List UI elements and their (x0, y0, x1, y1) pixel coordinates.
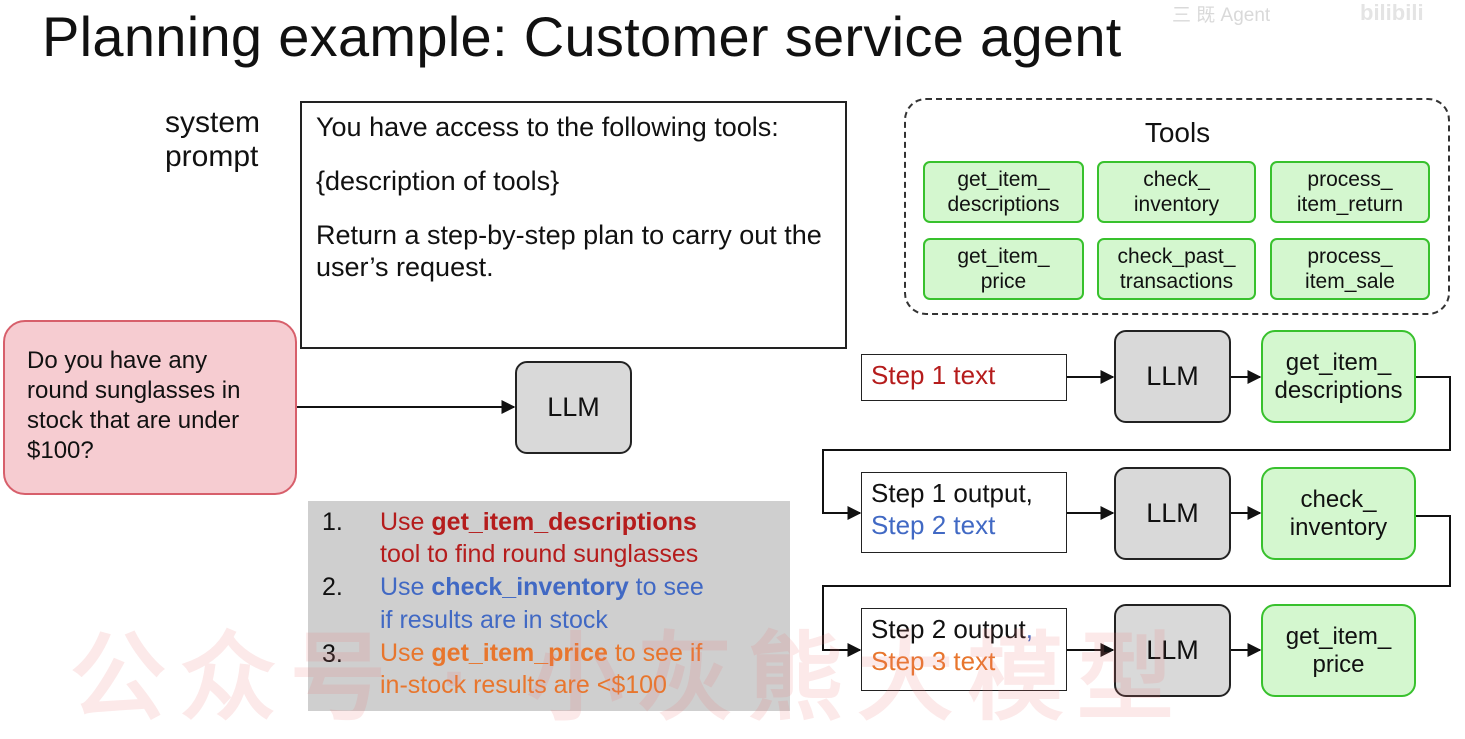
system-prompt-label: system prompt (165, 106, 261, 173)
main-llm-node: LLM (515, 361, 632, 454)
plan-step-2-number: 2. (322, 573, 343, 601)
plan-step-1-line-1: Use get_item_descriptions (380, 508, 697, 536)
tool-get-item-descriptions: get_item_ descriptions (923, 161, 1084, 223)
tool-process-item-return: process_ item_return (1270, 161, 1430, 223)
connector-lines (297, 370, 1451, 657)
system-prompt-box: You have access to the following tools: … (300, 101, 847, 349)
pipeline-tool-check-inventory: check_ inventory (1261, 467, 1416, 560)
plan-step-2-line-1: Use check_inventory to see (380, 573, 704, 601)
tools-title: Tools (1144, 117, 1211, 148)
tool-process-item-sale: process_ item_sale (1270, 238, 1430, 300)
pipeline-tool-get-item-price: get_item_ price (1261, 604, 1416, 697)
step-2-input-box: Step 1 output, Step 2 text (861, 472, 1067, 553)
user-query-box: Do you have any round sunglasses in stoc… (3, 320, 297, 495)
step-3-input-box: Step 2 output, Step 3 text (861, 608, 1067, 691)
plan-step-2-line-2: if results are in stock (380, 606, 608, 634)
connector-tool2-to-step3 (822, 515, 1451, 657)
tool-check-past-transactions: check_past_ transactions (1097, 238, 1256, 300)
plan-step-3-line-2: in-stock results are <$100 (380, 671, 667, 699)
plan-step-3-number: 3. (322, 640, 343, 668)
plan-step-1-line-2: tool to find round sunglasses (380, 540, 699, 568)
pipeline-llm-2: LLM (1114, 467, 1231, 560)
system-prompt-line-2: {description of tools} (316, 166, 560, 196)
tool-get-item-price: get_item_ price (923, 238, 1084, 300)
slide-title: Planning example: Customer service agent (42, 5, 1122, 68)
bilibili-logo: bilibili (1360, 0, 1424, 25)
system-prompt-line-3: Return a step-by-step plan to carry out … (316, 220, 822, 282)
tools-panel (904, 98, 1450, 315)
pipeline-tool-get-item-descriptions: get_item_ descriptions (1261, 330, 1416, 423)
pipeline-llm-3: LLM (1114, 604, 1231, 697)
watermark-text: 三 既 Agent (1172, 5, 1271, 26)
watermark-overlay: 公众号 · 小灰熊大模型 (70, 625, 1188, 732)
step-1-input-box: Step 1 text (861, 354, 1067, 401)
plan-step-1-number: 1. (322, 508, 343, 536)
plan-step-3-line-1: Use get_item_price to see if (380, 639, 703, 667)
tool-check-inventory: check_ inventory (1097, 161, 1256, 223)
plan-output-box (308, 501, 790, 711)
system-prompt-line-1: You have access to the following tools: (316, 112, 779, 142)
connector-tool1-to-step2 (822, 376, 1451, 520)
pipeline-llm-1: LLM (1114, 330, 1231, 423)
